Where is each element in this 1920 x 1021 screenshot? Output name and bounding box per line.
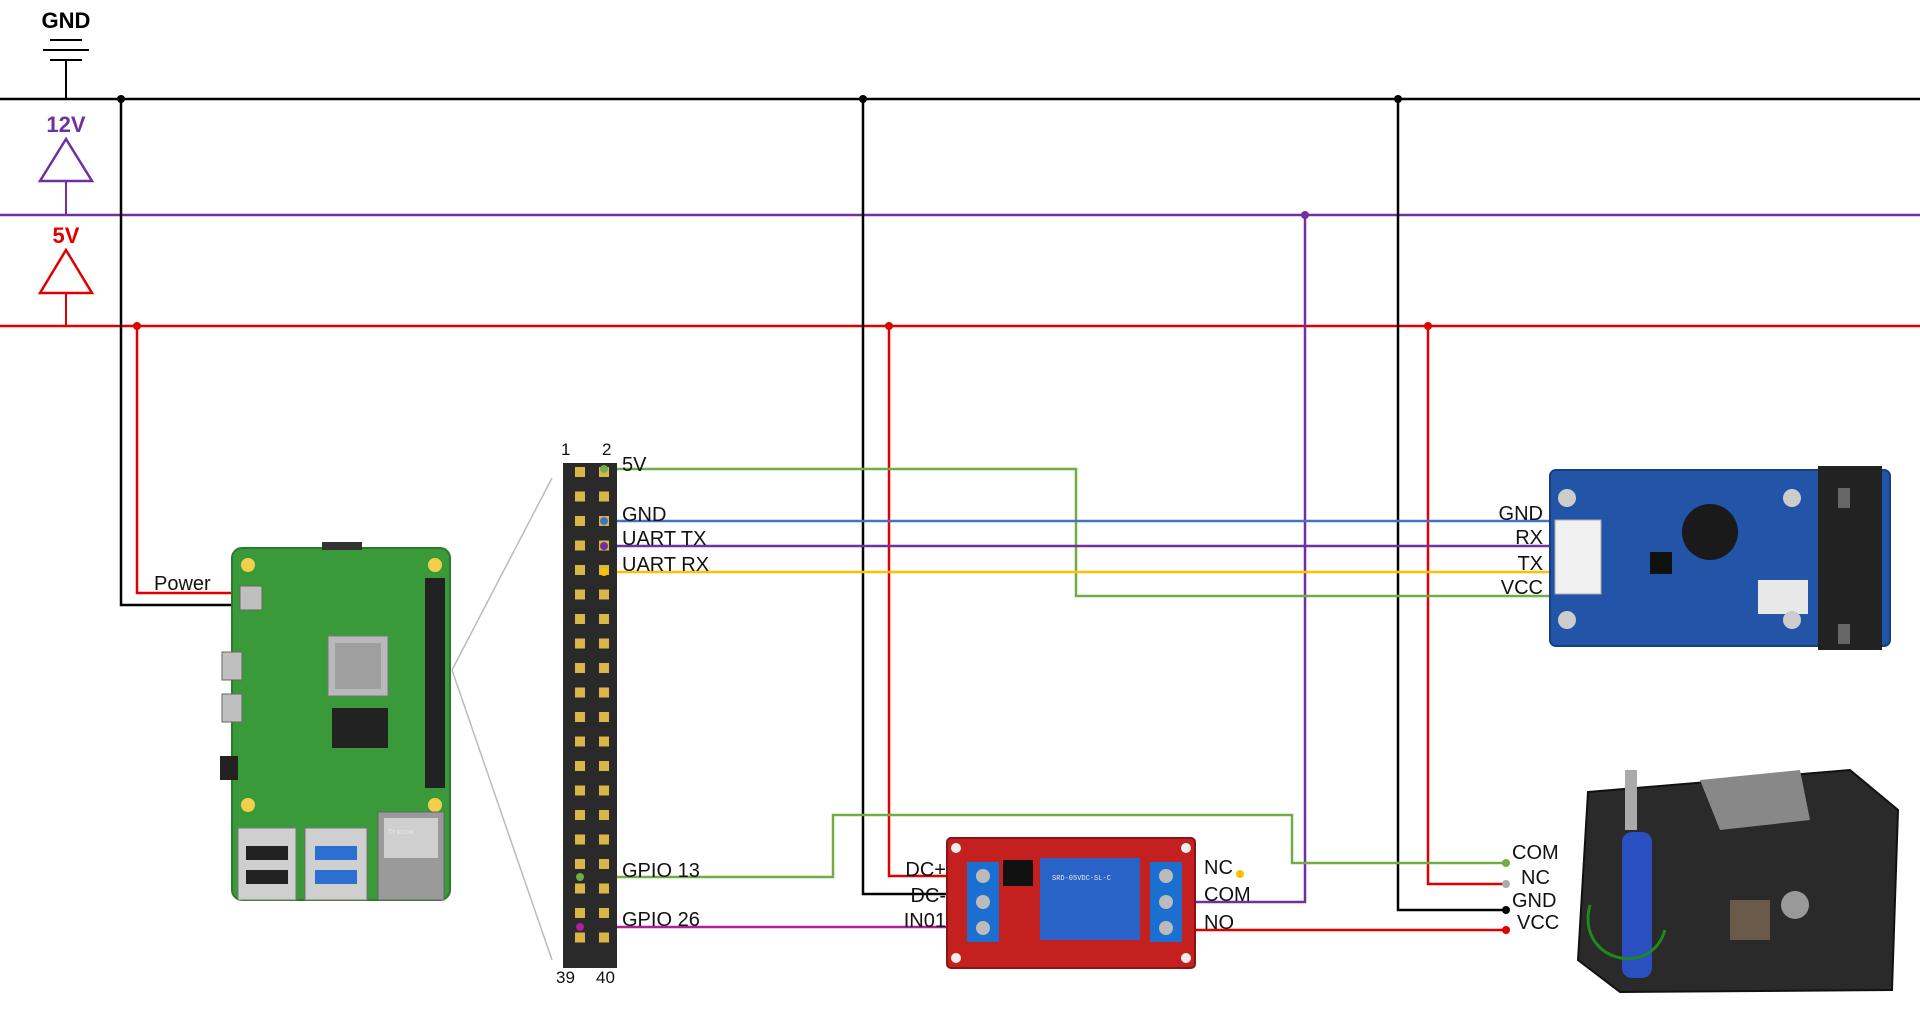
- v5-rail-label: 5V: [53, 223, 80, 248]
- header-pin: [575, 859, 585, 869]
- lock-pin-vcc: VCC: [1517, 912, 1559, 934]
- relay-dcplus-wire: [887, 326, 977, 878]
- header-pin: [599, 908, 609, 918]
- header-pin: [575, 589, 585, 600]
- header-label-uart-rx: UART RX: [622, 554, 709, 576]
- lock-pin-gnd: GND: [1512, 890, 1556, 912]
- scanner-pin-gnd: GND: [1499, 503, 1543, 525]
- lock-pin-nc: NC: [1521, 867, 1550, 889]
- header-connection-dots: [576, 465, 608, 931]
- relay-pin-nc: NC: [1204, 857, 1233, 879]
- relay-nc-dot: [1236, 870, 1244, 878]
- scanner-pin-vcc: VCC: [1501, 577, 1543, 599]
- header-pin: [575, 467, 585, 477]
- junction-dots: [117, 95, 1432, 330]
- electric-lock-icon: [1576, 768, 1900, 994]
- wires: [119, 99, 1550, 961]
- header-pin: [575, 908, 585, 918]
- header-pin: [599, 932, 609, 943]
- relay-pin-dcplus: DC+: [905, 859, 946, 881]
- header-pin: [599, 491, 609, 502]
- header-label-5v: 5V: [622, 454, 647, 476]
- header-pin: [575, 932, 585, 943]
- header-pins: [575, 467, 609, 943]
- header-pin: [599, 883, 609, 894]
- header-pin-2-label: 2: [602, 440, 611, 459]
- lock-gnd-wire: [1396, 99, 1506, 912]
- header-label-gnd: GND: [622, 504, 666, 526]
- header-label-uart-tx: UART TX: [622, 528, 706, 550]
- pi-power-label: Power: [154, 573, 211, 595]
- header-label-gpio26: GPIO 26: [622, 909, 700, 931]
- gnd-rail-label: GND: [42, 8, 91, 33]
- relay-pin-no: NO: [1204, 912, 1234, 934]
- v5-symbol: 5V: [37, 223, 95, 326]
- v12-symbol: 12V: [37, 112, 95, 215]
- header-pin: [599, 687, 609, 698]
- header-pin: [575, 614, 585, 624]
- header-pin: [599, 834, 609, 845]
- gpio13-wire: [608, 813, 1506, 879]
- header-pin: [599, 638, 609, 649]
- lock-nc-wire: [1426, 326, 1506, 886]
- power-rails: [0, 97, 1920, 328]
- gpio-header: [563, 463, 617, 968]
- lock-connection-dots: [1502, 859, 1510, 934]
- header-pin: [575, 883, 585, 894]
- v12-rail-label: 12V: [46, 112, 85, 137]
- pi-gnd-wire: [119, 99, 247, 607]
- header-pin: [599, 589, 609, 600]
- header-pin: [575, 638, 585, 649]
- header-pin: [599, 736, 609, 747]
- header-pin: [599, 712, 609, 722]
- header-pin: [575, 834, 585, 845]
- barcode-scanner-module-icon: [1549, 466, 1891, 650]
- header-pin: [575, 785, 585, 796]
- header-pin: [575, 712, 585, 722]
- header-pin: [575, 516, 585, 526]
- relay-module-icon: SRD-05VDC-SL-C: [946, 837, 1196, 969]
- lock-pin-com: COM: [1512, 842, 1559, 864]
- relay-pin-in01: IN01: [904, 910, 946, 932]
- relay-pin-dcminus: DC-: [910, 885, 946, 907]
- header-pin: [575, 491, 585, 502]
- relay-dcminus-wire: [861, 99, 977, 896]
- header-5v-scanner-vcc-wire: [604, 467, 1550, 598]
- header-label-gpio13: GPIO 13: [622, 860, 700, 882]
- header-pin: [599, 810, 609, 820]
- header-pin-39-label: 39: [556, 968, 575, 987]
- pi-5v-wire: [135, 326, 247, 595]
- header-pin-1-label: 1: [561, 440, 570, 459]
- header-pin: [575, 565, 585, 575]
- header-pin: [599, 614, 609, 624]
- header-pin: [599, 859, 609, 869]
- relay-pin-com: COM: [1204, 884, 1251, 906]
- relay-com-12v-wire: [1177, 215, 1307, 904]
- header-pin: [575, 663, 585, 673]
- gnd-symbol: GND: [42, 8, 91, 99]
- header-pin: [575, 687, 585, 698]
- svg-text:SRD-05VDC-SL-C: SRD-05VDC-SL-C: [1052, 875, 1111, 883]
- header-pin: [599, 785, 609, 796]
- header-pin: [575, 736, 585, 747]
- raspberry-pi-board-icon: Trxcom: [220, 542, 451, 901]
- header-pin: [575, 761, 585, 771]
- svg-text:Trxcom: Trxcom: [388, 829, 413, 837]
- header-pin: [599, 761, 609, 771]
- header-pin: [575, 810, 585, 820]
- header-pin: [575, 540, 585, 551]
- scanner-pin-tx: TX: [1517, 553, 1543, 575]
- header-pin-40-label: 40: [596, 968, 615, 987]
- header-pin: [599, 663, 609, 673]
- scanner-pin-rx: RX: [1515, 527, 1543, 549]
